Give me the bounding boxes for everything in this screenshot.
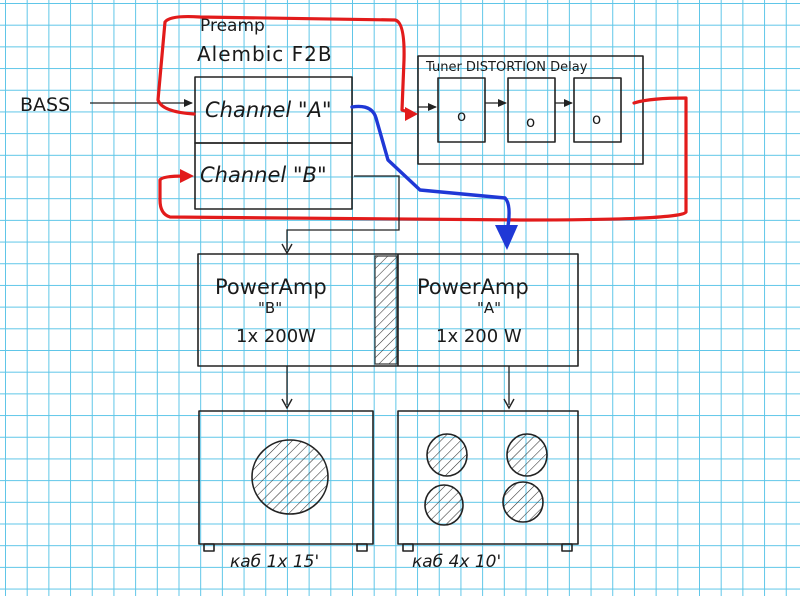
- preamp-model: Alembic F2B: [197, 42, 333, 66]
- speaker-10-inch-4: [502, 481, 544, 523]
- cab-4x10-foot-right: [561, 543, 573, 552]
- channel-b-label: Channel "B": [200, 163, 327, 187]
- pedal-tuner: o: [437, 77, 486, 143]
- red-cable-to-fx: [156, 14, 416, 116]
- power-amp-a-rating: 1x 200 W: [436, 326, 522, 347]
- power-amp-rack: [197, 253, 579, 367]
- preamp-title: Preamp: [200, 16, 265, 36]
- red-cable-arrow-fx: [405, 107, 418, 121]
- pedal-distortion-knob: o: [526, 113, 535, 131]
- speaker-10-inch-2: [506, 433, 548, 477]
- power-amp-a-channel: "A": [477, 299, 501, 317]
- bass-input-label: BASS: [20, 94, 70, 116]
- red-cable-arrow-chb: [180, 169, 194, 183]
- blue-cable-arrow: [495, 225, 518, 250]
- cab-1x15-label: каб 1x 15': [230, 552, 319, 572]
- powera-to-cab-arrow: [503, 398, 515, 410]
- cab-4x10-box: [397, 410, 579, 545]
- channel-a-label: Channel "A": [205, 98, 332, 122]
- powerb-to-cab-arrow: [281, 398, 293, 410]
- power-amp-b-rating: 1x 200W: [236, 326, 316, 347]
- cab-1x15-foot-left: [203, 543, 215, 552]
- effects-title: Tuner DISTORTION Delay: [425, 60, 588, 75]
- chb-to-powerb-arrow: [281, 243, 293, 255]
- speaker-15-inch: [251, 439, 329, 515]
- red-cable-return: [158, 96, 688, 222]
- rack-spacer-hatch: [374, 255, 398, 365]
- pedal-delay-knob: o: [592, 110, 601, 128]
- cab-4x10-label: каб 4x 10': [412, 552, 501, 572]
- chb-to-powerb-wire: [286, 175, 400, 250]
- cab-4x10-foot-left: [402, 543, 414, 552]
- effects-board: [417, 55, 644, 165]
- blue-cable: [350, 104, 511, 234]
- channel-b-box: [194, 142, 353, 210]
- power-amp-b-title: PowerAmp: [215, 275, 327, 299]
- speaker-10-inch-3: [424, 484, 464, 526]
- cab-1x15-foot-right: [356, 543, 368, 552]
- power-amp-a-title: PowerAmp: [417, 275, 529, 299]
- cab-4x10: каб 4x 10': [397, 410, 579, 572]
- power-amp-b: PowerAmp "B" 1x 200W: [215, 275, 327, 347]
- speaker-10-inch-1: [426, 433, 468, 477]
- pedal-tuner-knob: o: [457, 107, 466, 125]
- power-amp-a: PowerAmp "A" 1x 200 W: [417, 275, 529, 347]
- cab-1x15-box: [198, 410, 374, 545]
- power-amp-b-channel: "B": [258, 299, 282, 317]
- pedal-delay: o: [573, 77, 622, 143]
- cab-1x15: каб 1x 15': [198, 410, 374, 572]
- pedal-distortion: o: [507, 77, 556, 143]
